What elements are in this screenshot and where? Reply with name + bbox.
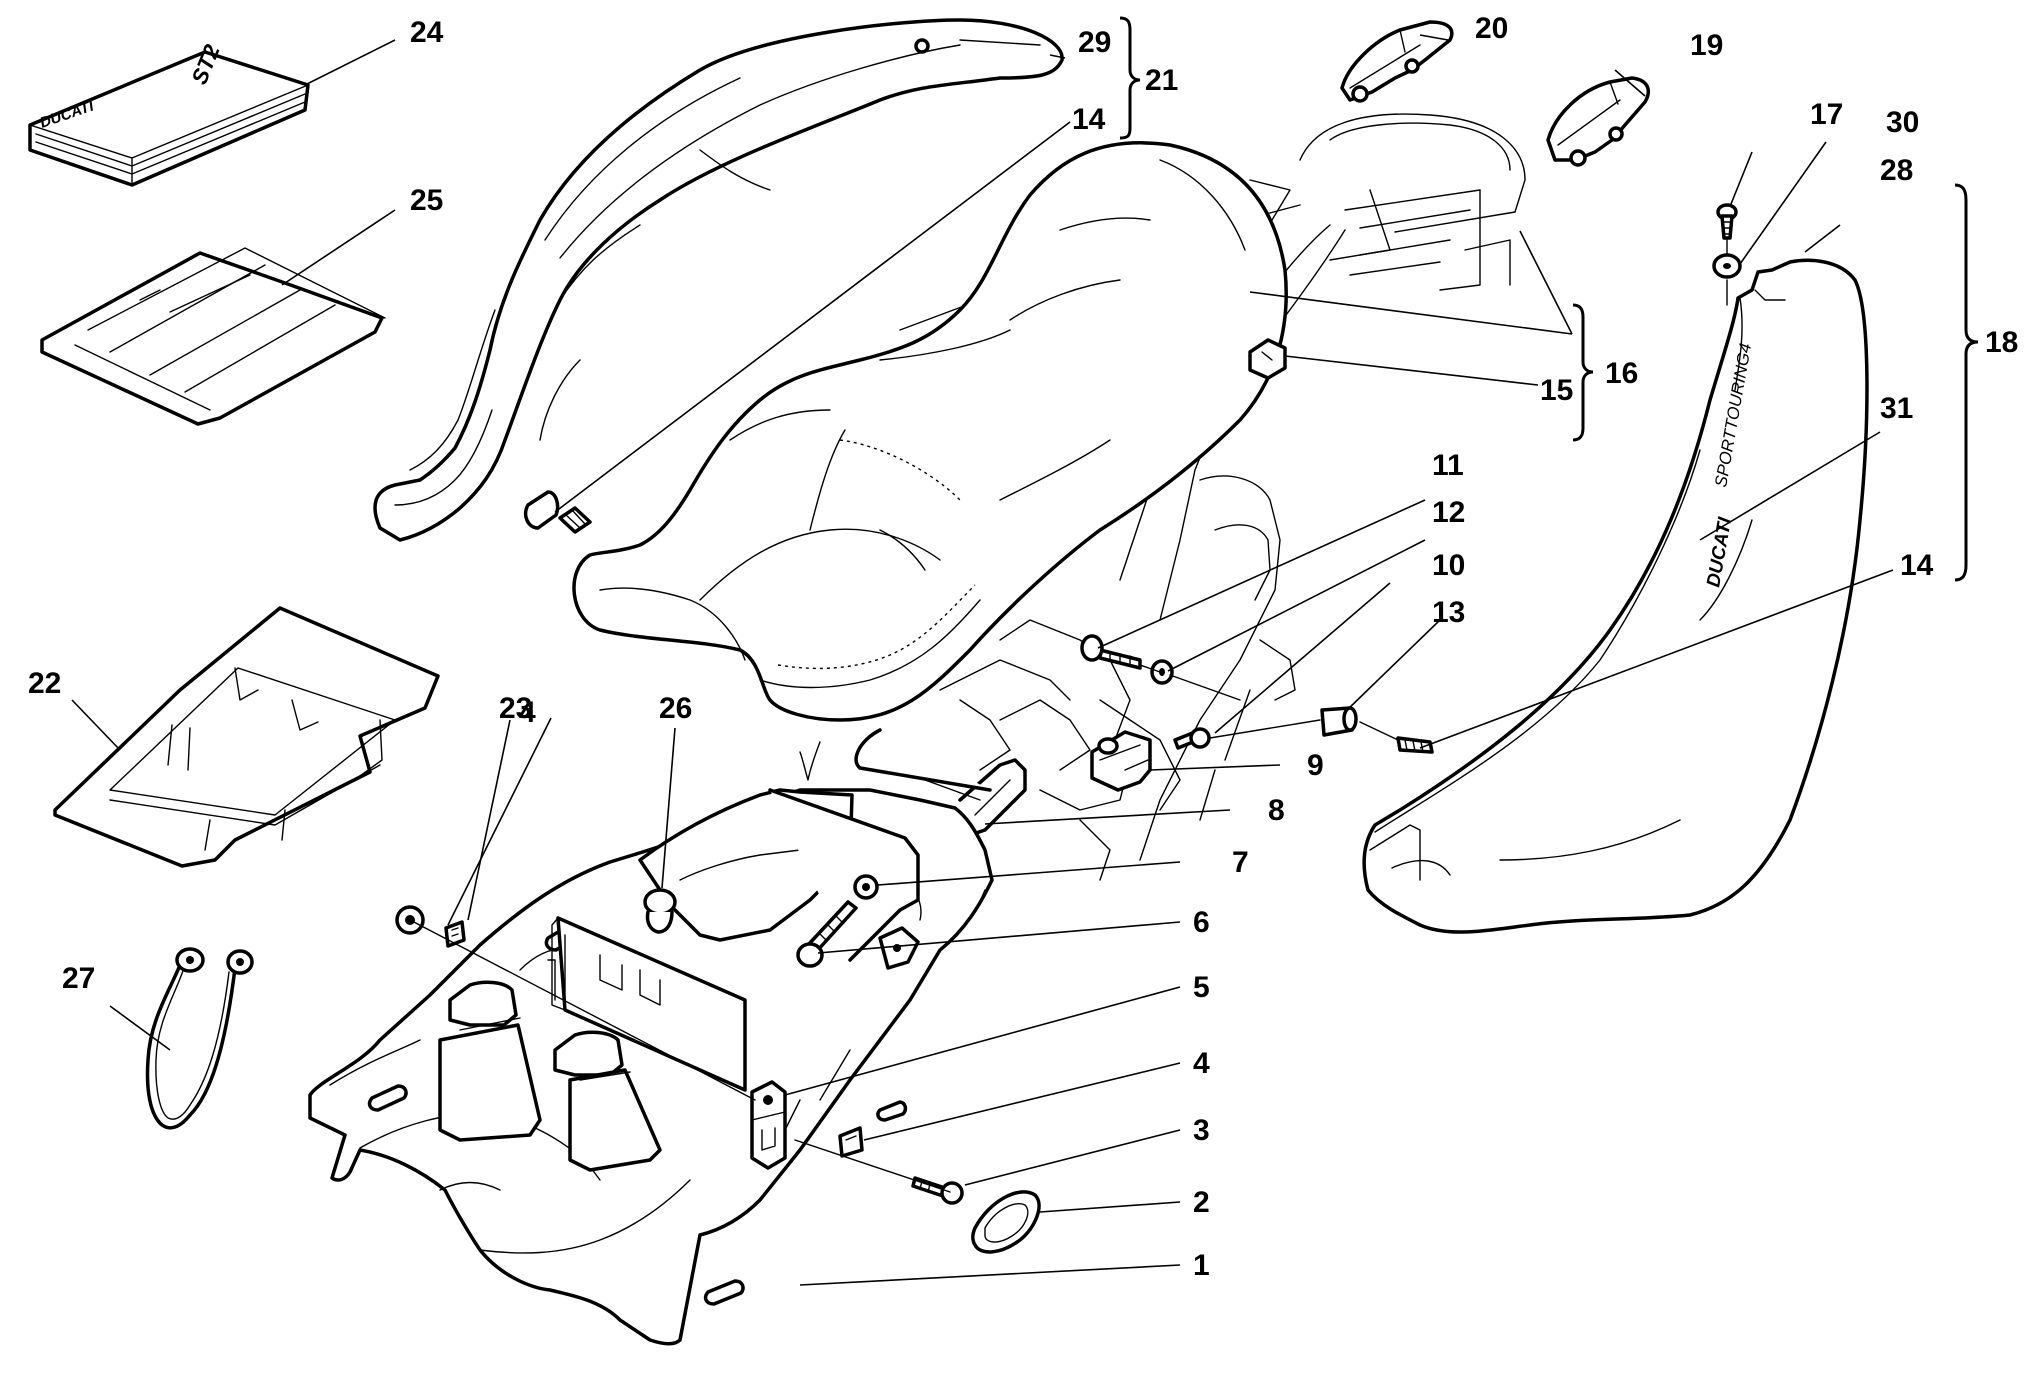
callout-6: 6	[1193, 906, 1210, 939]
callout-5: 5	[1193, 971, 1210, 1004]
callout-4: 4	[1193, 1047, 1210, 1080]
spacer-part-13	[1320, 706, 1358, 737]
grommet-part-2	[971, 1190, 1041, 1254]
washer-part-30	[1712, 253, 1742, 279]
callout-28: 28	[1880, 154, 1913, 187]
leader-lines	[71, 34, 1894, 1286]
callout-11: 11	[1432, 449, 1464, 482]
tool-kit-pouch-part	[40, 247, 386, 426]
callout-20: 20	[1475, 12, 1508, 45]
spring-part-14	[1396, 736, 1434, 754]
callout-labels: 1 2 3 4 4 5 6 7 8 9 10 11 12 13 14 14 15…	[28, 12, 2018, 1282]
callout-27: 27	[62, 962, 95, 995]
bolt-part-11	[1080, 634, 1142, 670]
screw-part-10	[1173, 727, 1211, 750]
license-plate-bracket-part	[547, 916, 747, 1092]
nut-plate-part-4b	[838, 1126, 864, 1158]
callout-31: 31	[1880, 392, 1913, 425]
seat-cover-part	[373, 18, 1064, 542]
seat-hook-part	[799, 728, 1027, 837]
brace-16	[1572, 303, 1594, 442]
seat-pin-part	[523, 490, 592, 534]
rubber-clip-part	[1248, 338, 1287, 380]
callout-13: 13	[1432, 596, 1465, 629]
tail-fairing-part: DUCATI SPORTTOURING4	[1362, 258, 1869, 934]
seat-part	[572, 141, 1288, 722]
callout-24: 24	[410, 16, 444, 49]
screw-part-6	[796, 900, 858, 968]
callout-15: 15	[1540, 374, 1573, 407]
brace-18	[1954, 183, 1979, 582]
callout-2: 2	[1193, 1186, 1210, 1219]
rubber-plug-part	[643, 888, 677, 934]
rubber-buffer-part-19	[1546, 76, 1650, 167]
rubber-buffer-part-20	[1340, 20, 1454, 103]
washer-part-7	[853, 874, 879, 900]
brace-21	[1119, 16, 1141, 140]
owners-manual-part: DUCATI ST2	[28, 40, 310, 187]
callout-3: 3	[1193, 1114, 1210, 1147]
lock-latch-part	[750, 1080, 787, 1170]
callout-22: 22	[28, 667, 61, 700]
callout-12: 12	[1432, 496, 1465, 529]
callout-10: 10	[1432, 549, 1465, 582]
callout-29: 29	[1078, 26, 1111, 59]
screw-part-17	[1716, 203, 1738, 240]
callout-14: 14	[1072, 103, 1106, 136]
callout-1: 1	[1193, 1249, 1210, 1282]
battery-tray-part	[53, 606, 440, 868]
ground-cable-part	[145, 947, 254, 1130]
callout-19: 19	[1690, 29, 1723, 62]
callout-25: 25	[410, 184, 443, 217]
seat-lock-bracket-part	[1090, 730, 1152, 792]
washer-part-12	[1150, 659, 1174, 685]
callout-14: 14	[1900, 549, 1934, 582]
callout-30: 30	[1886, 106, 1919, 139]
callout-9: 9	[1307, 749, 1324, 782]
callout-23: 23	[499, 692, 532, 725]
callout-17: 17	[1810, 98, 1843, 131]
assembly-axis-lines	[409, 664, 1399, 1193]
callout-16: 16	[1605, 357, 1638, 390]
callout-21: 21	[1145, 64, 1178, 97]
callout-4: 4	[519, 696, 536, 729]
callout-7: 7	[1232, 846, 1249, 879]
callout-26: 26	[659, 692, 692, 725]
nut-plate-part-4a	[444, 920, 466, 948]
callout-8: 8	[1268, 794, 1285, 827]
callout-18: 18	[1985, 326, 2018, 359]
